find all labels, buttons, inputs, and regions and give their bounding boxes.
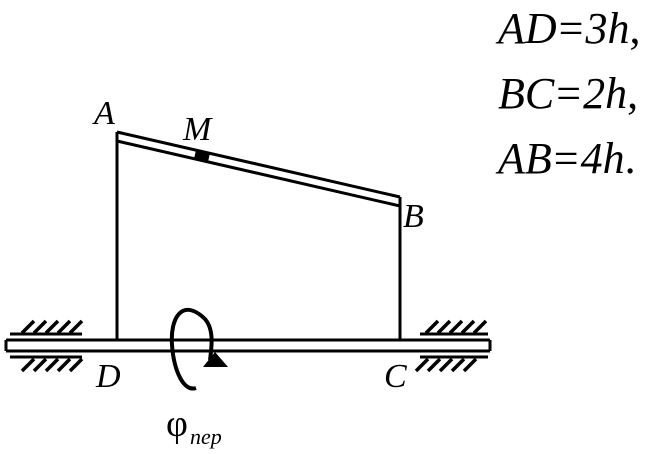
- equation-1-sign: =: [559, 4, 584, 53]
- right-fixed-support: [414, 319, 488, 373]
- equation-2: BC=2h,: [498, 69, 638, 118]
- point-m-marker: [194, 150, 210, 162]
- equation-3: AB=4h.: [495, 134, 636, 183]
- label-d: D: [95, 358, 121, 395]
- equation-1: AD=3h,: [495, 4, 640, 53]
- label-m: M: [182, 111, 213, 148]
- equation-3-lhs: AB: [495, 134, 552, 183]
- equations: AD=3h, BC=2h, AB=4h.: [495, 4, 640, 183]
- equation-1-end: ,: [629, 4, 640, 53]
- left-fixed-support: [10, 319, 84, 373]
- equation-2-lhs: BC: [498, 69, 555, 118]
- rotation-arrowhead-icon: [203, 352, 228, 367]
- label-b: B: [403, 198, 424, 235]
- label-c: C: [384, 358, 407, 395]
- rotation-arrow-icon: [169, 308, 214, 391]
- label-a: A: [92, 95, 115, 132]
- rotation-label: φпер: [166, 403, 222, 449]
- equation-1-rhs: 3h: [584, 4, 629, 53]
- axis-dc: [4, 338, 492, 353]
- equation-3-end: .: [625, 134, 636, 183]
- rotation-symbol: φ: [166, 403, 188, 445]
- equation-3-rhs: 4h: [581, 134, 625, 183]
- equation-2-rhs: 2h: [583, 69, 627, 118]
- equation-3-sign: =: [554, 134, 579, 183]
- equation-2-end: ,: [627, 69, 638, 118]
- bar-ab: [115, 130, 402, 208]
- equation-1-lhs: AD: [495, 4, 557, 53]
- rotation-subscript: пер: [190, 424, 222, 449]
- equation-2-sign: =: [556, 69, 581, 118]
